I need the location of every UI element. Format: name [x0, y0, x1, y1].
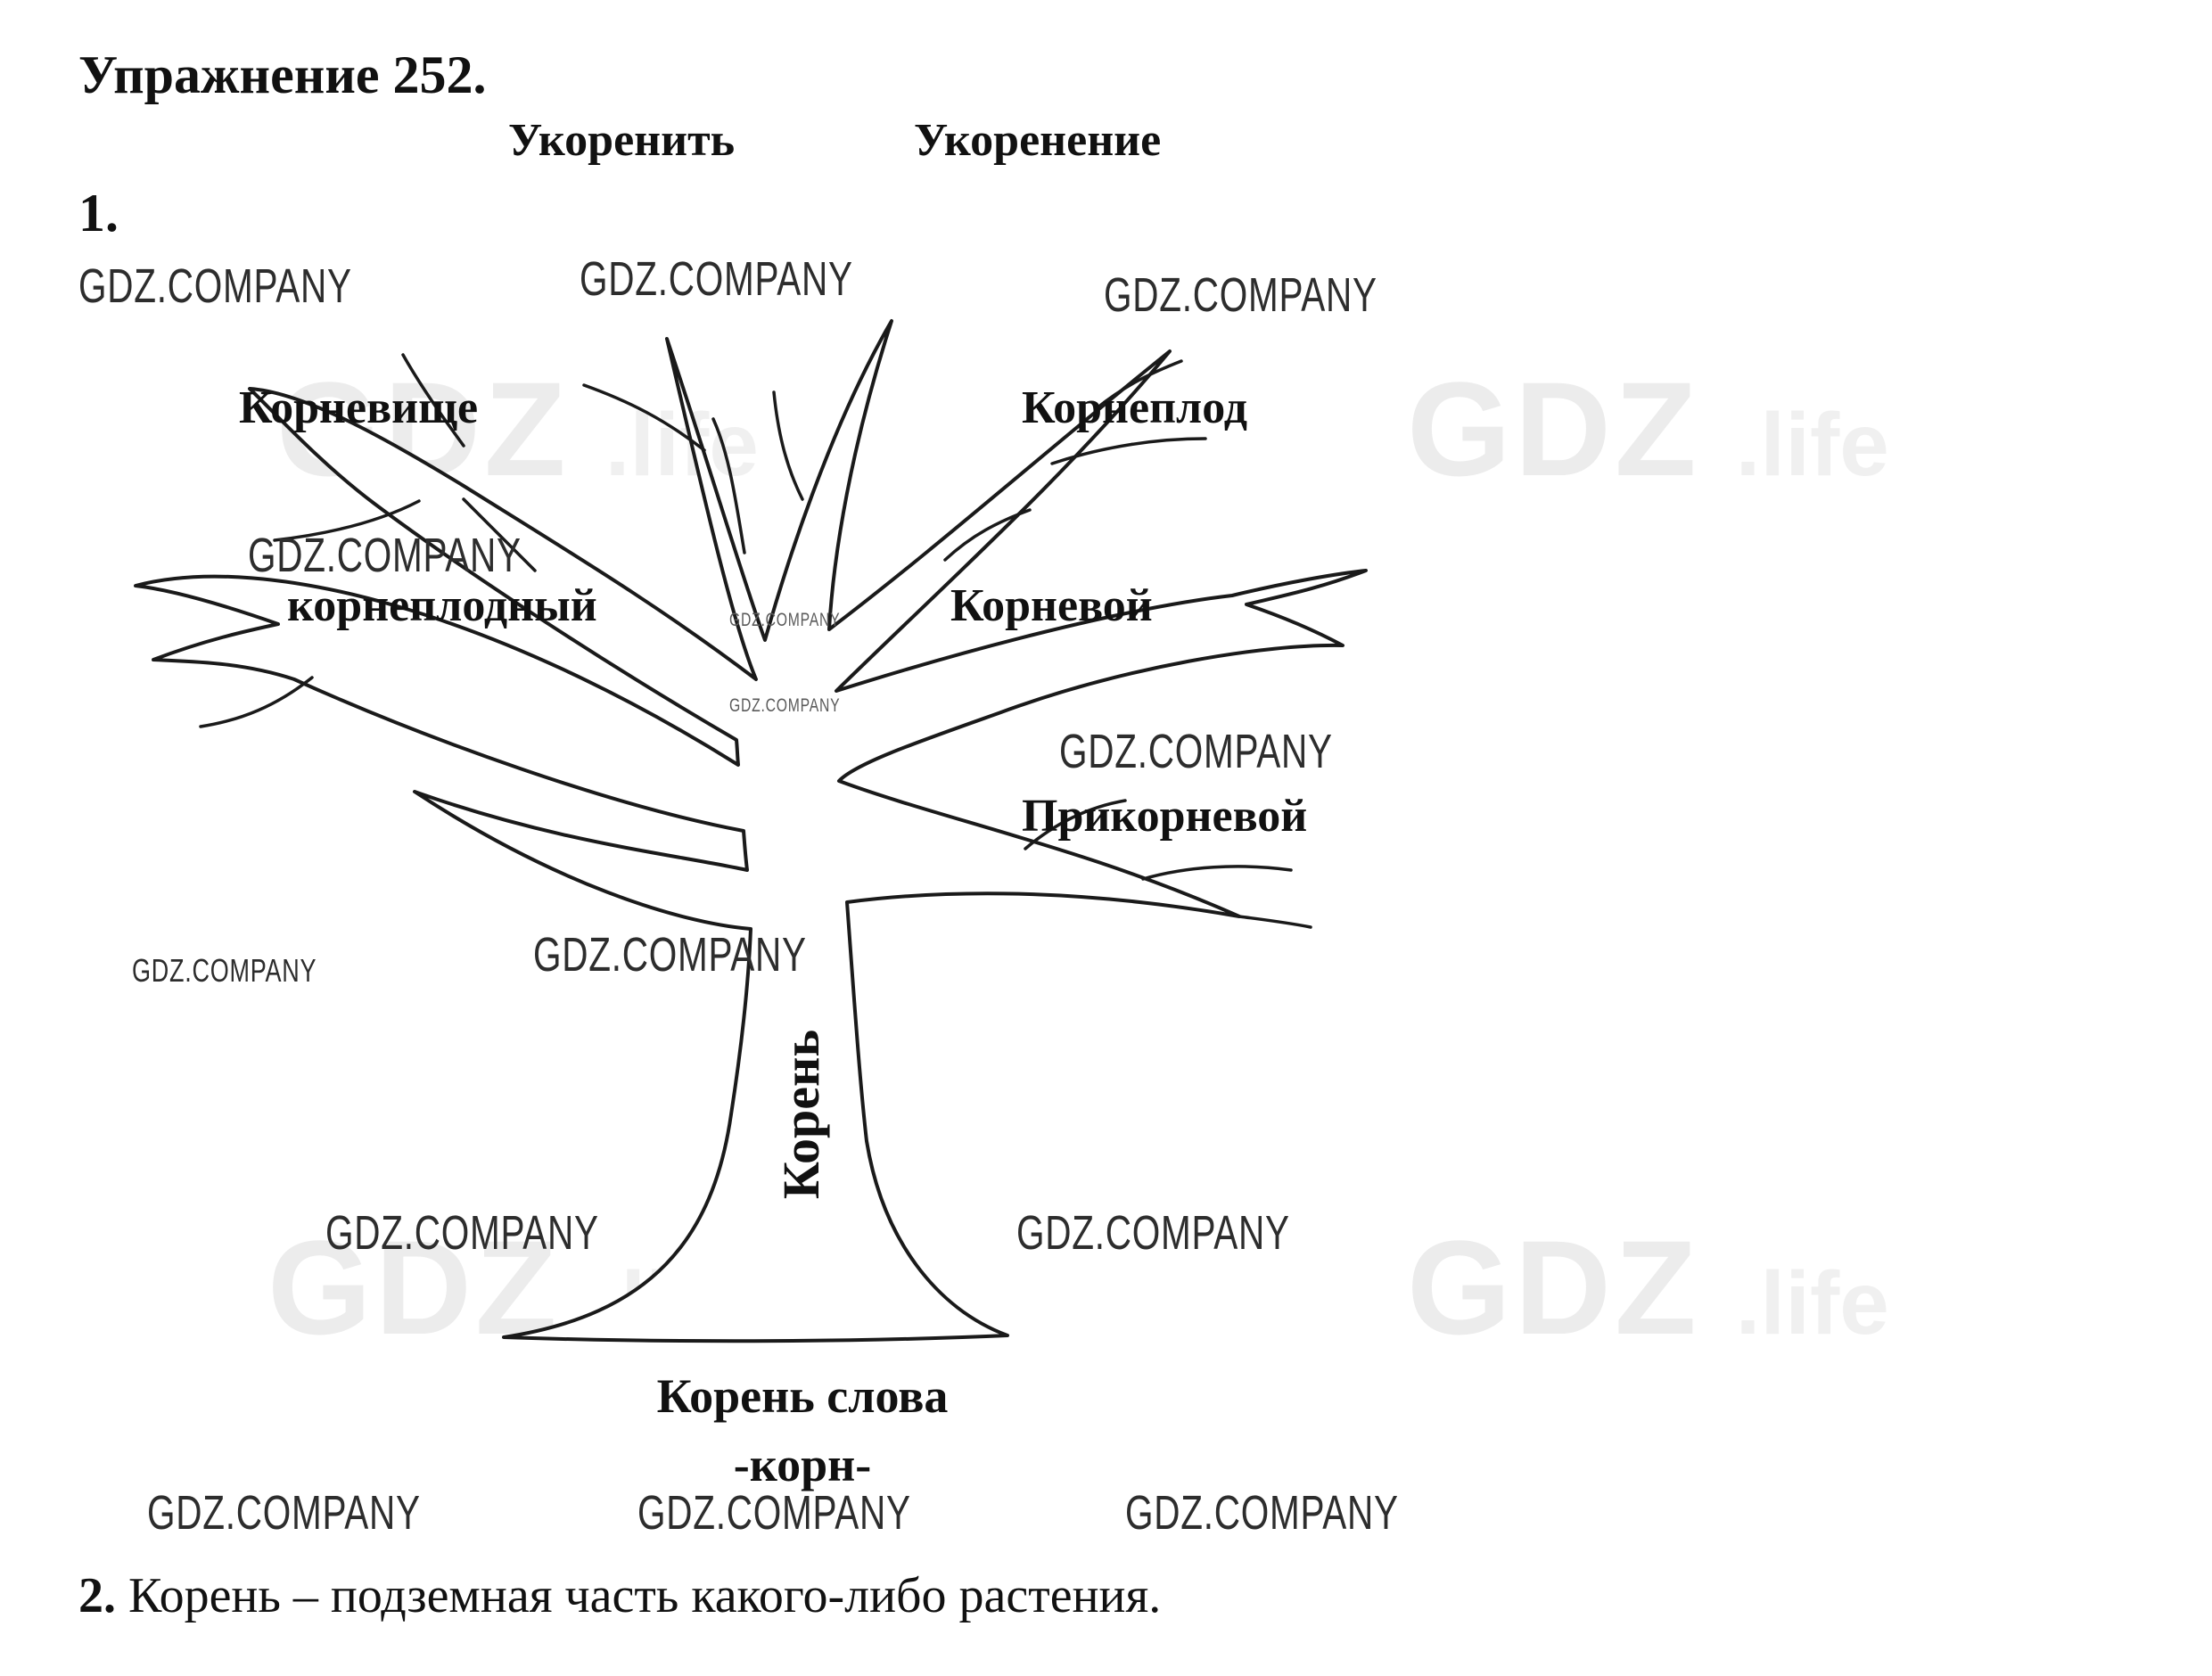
watermark-small: GDZ.COMPANY: [1104, 268, 1377, 322]
watermark-tiny: GDZ.COMPANY: [729, 695, 841, 716]
watermark-small: GDZ.COMPANY: [325, 1206, 599, 1260]
watermark-small: GDZ.COMPANY: [147, 1486, 421, 1540]
watermark-small: GDZ.COMPANY: [78, 259, 352, 313]
big-watermark-top-right: GDZ .life: [1407, 352, 1889, 506]
label-korneplodny: корнеплодный: [287, 580, 597, 631]
item2-line: 2.Корень – подземная часть какого-либо р…: [78, 1567, 1161, 1624]
label-koren-trunk: Корень: [772, 1029, 830, 1200]
exercise-title: Упражнение 252.: [78, 45, 487, 104]
caption-korn: -корн-: [733, 1438, 872, 1491]
tree-silhouette: [134, 319, 1368, 1343]
label-korneplod: Корнеплод: [1022, 382, 1248, 433]
item2-text: Корень – подземная часть какого-либо рас…: [128, 1568, 1162, 1623]
watermark-small: GDZ.COMPANY: [580, 252, 853, 306]
watermark-small: GDZ.COMPANY: [1125, 1486, 1399, 1540]
watermark-small: GDZ.COMPANY: [1059, 725, 1333, 778]
label-kornevoy: Корневой: [950, 580, 1153, 631]
label-kornevishche: Корневище: [239, 382, 479, 433]
tree-twigs: [199, 353, 1312, 929]
word-ukorenit: Укоренить: [508, 115, 736, 166]
big-watermark-suffix: .life: [1735, 395, 1889, 495]
big-watermark-main: GDZ: [1407, 354, 1700, 504]
watermark-small: GDZ.COMPANY: [533, 928, 807, 982]
item2-number: 2.: [78, 1568, 116, 1623]
big-watermark-suffix: .life: [604, 395, 759, 495]
word-ukorenenie: Укоренение: [914, 115, 1162, 166]
big-watermark-suffix: .life: [1735, 1253, 1889, 1353]
caption-koren-slova: Корень слова: [656, 1369, 949, 1423]
watermark-small: GDZ.COMPANY: [1016, 1206, 1290, 1260]
big-watermark-bottom-right: GDZ .life: [1407, 1211, 1889, 1365]
watermark-small: GDZ.COMPANY: [248, 529, 522, 582]
big-watermark-main: GDZ: [1407, 1212, 1700, 1362]
label-prikornevoy: Прикорневой: [1022, 791, 1308, 842]
watermark-tiny: GDZ.COMPANY: [729, 610, 841, 630]
watermark-small: GDZ.COMPANY: [637, 1486, 911, 1540]
item1-number: 1.: [78, 184, 119, 242]
watermark-small: GDZ.COMPANY: [132, 952, 317, 989]
